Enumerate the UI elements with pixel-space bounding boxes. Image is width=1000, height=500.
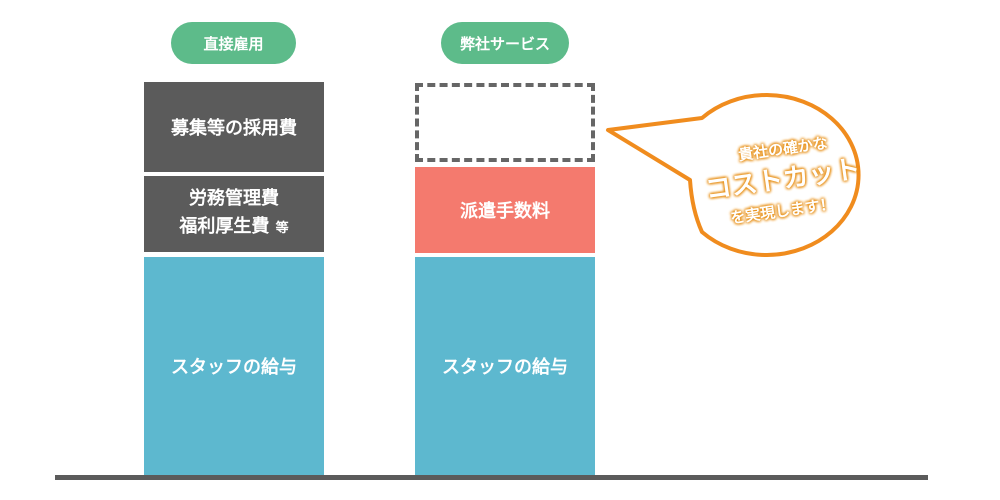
welfare-cost-label: 福利厚生費	[179, 216, 270, 237]
etc-suffix: 等	[275, 221, 289, 236]
our-service-column: 派遣手数料 スタッフの給与	[415, 0, 595, 500]
staff-salary-label-right: スタッフの給与	[442, 357, 568, 378]
recruiting-cost-label: 募集等の採用費	[171, 118, 297, 139]
eliminated-cost-placeholder	[415, 83, 595, 162]
dispatch-fee-block: 派遣手数料	[415, 167, 595, 253]
dispatch-fee-label: 派遣手数料	[460, 201, 550, 222]
labor-cost-label: 労務管理費	[189, 188, 279, 209]
staff-salary-block-left: スタッフの給与	[144, 257, 324, 475]
callout-text: 貴社の確かな コストカット を実現します！	[690, 100, 876, 260]
our-service-header-label: 弊社サービス	[459, 34, 550, 53]
our-service-header: 弊社サービス	[441, 22, 569, 64]
direct-hire-header: 直接雇用	[171, 22, 296, 64]
staff-salary-label-left: スタッフの給与	[171, 357, 297, 378]
direct-hire-column: 募集等の採用費 労務管理費 福利厚生費 等 スタッフの給与	[144, 0, 324, 500]
recruiting-cost-block: 募集等の採用費	[144, 82, 324, 172]
direct-hire-header-label: 直接雇用	[203, 34, 264, 53]
baseline-axis	[55, 475, 928, 480]
welfare-cost-line: 福利厚生費 等	[179, 213, 288, 243]
labor-welfare-cost-block: 労務管理費 福利厚生費 等	[144, 176, 324, 252]
staff-salary-block-right: スタッフの給与	[415, 257, 595, 475]
